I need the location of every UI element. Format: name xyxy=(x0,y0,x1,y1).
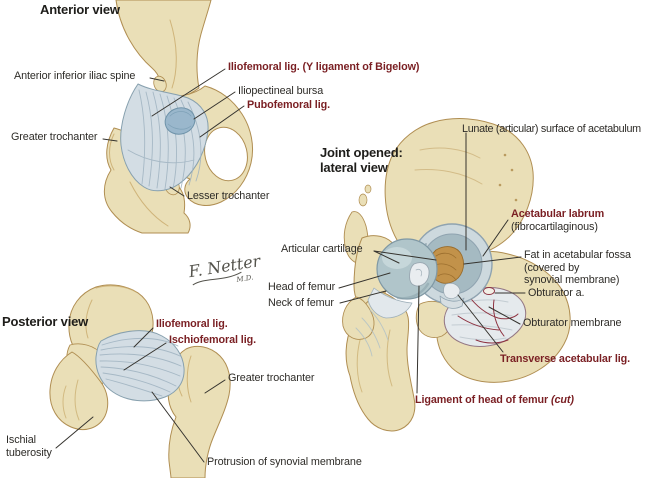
label-protrusion-synovial-membrane: Protrusion of synovial membrane xyxy=(207,456,362,468)
label-iliopectineal-bursa: Iliopectineal bursa xyxy=(238,85,324,97)
leader-articular-cartilage-socket xyxy=(373,250,437,261)
label-ischial-tuberosity: Ischial tuberosity xyxy=(6,434,52,459)
lateral-view-title-line1: Joint opened: xyxy=(320,145,403,160)
label-anterior-inferior-iliac-spine: Anterior inferior iliac spine xyxy=(14,70,136,82)
label-greater-trochanter-anterior: Greater trochanter xyxy=(11,131,98,143)
leader-pubofemoral xyxy=(199,105,245,138)
label-acetabular-labrum: Acetabular labrum (fibrocartilaginous) xyxy=(511,208,604,233)
leader-articular-cartilage-head xyxy=(373,250,400,264)
label-ligament-of-head-cut: (cut) xyxy=(550,394,574,406)
lateral-view-title: Joint opened: lateral view xyxy=(320,145,403,175)
leader-ischial-tuberosity xyxy=(55,416,94,449)
label-fat-line2: (covered by xyxy=(524,261,580,274)
label-obturator-artery: Obturator a. xyxy=(528,287,585,299)
leader-neck-of-femur xyxy=(339,290,387,304)
leader-transverse-acetabular xyxy=(457,294,504,353)
label-ischial-line2: tuberosity xyxy=(6,446,52,459)
lateral-view-title-line2: lateral view xyxy=(320,160,388,175)
anterior-view-drawing xyxy=(103,0,254,234)
label-transverse-acetabular-ligament: Transverse acetabular lig. xyxy=(500,353,631,365)
signature-flourish xyxy=(192,271,242,286)
leader-iliopectineal-bursa xyxy=(193,91,236,120)
label-lunate-surface: Lunate (articular) surface of acetabulum xyxy=(462,123,641,135)
label-greater-trochanter-posterior: Greater trochanter xyxy=(228,372,315,384)
leader-greater-trochanter-posterior xyxy=(204,379,226,394)
label-ligament-of-head-of-femur: Ligament of head of femur (cut) xyxy=(415,394,574,407)
label-ischiofemoral-ligament: Ischiofemoral lig. xyxy=(169,334,256,346)
leader-lesser-trochanter xyxy=(169,186,185,197)
label-ischial-line1: Ischial xyxy=(6,434,36,446)
netter-signature: F. Netter M.D. xyxy=(183,244,263,303)
leader-ischiofemoral xyxy=(123,342,167,371)
label-fat-line3: synovial membrane) xyxy=(524,274,620,286)
label-iliofemoral-ligament-bigelow: Iliofemoral lig. (Y ligament of Bigelow) xyxy=(228,61,420,73)
label-acetabular-labrum-main: Acetabular labrum xyxy=(511,208,605,220)
anterior-view-title: Anterior view xyxy=(40,2,120,17)
label-obturator-membrane: Obturator membrane xyxy=(523,317,622,329)
label-pubofemoral-ligament: Pubofemoral lig. xyxy=(247,99,330,111)
lateral-view-drawing xyxy=(342,118,571,432)
label-head-of-femur: Head of femur xyxy=(268,281,336,293)
leader-iliofemoral-bigelow xyxy=(151,68,226,117)
label-fat-in-acetabular-fossa: Fat in acetabular fossa (covered by syno… xyxy=(524,249,631,287)
leader-acetabular-labrum xyxy=(482,219,509,257)
leader-obturator-membrane xyxy=(488,306,521,325)
leader-greater-trochanter-anterior xyxy=(102,138,118,142)
leader-anterior-inferior-iliac-spine xyxy=(149,77,165,82)
label-lesser-trochanter: Lesser trochanter xyxy=(187,190,270,202)
leader-iliofemoral-posterior xyxy=(133,327,154,348)
signature-credentials: M.D. xyxy=(235,273,254,284)
label-articular-cartilage: Articular cartilage xyxy=(281,243,363,255)
label-fat-line1: Fat in acetabular fossa xyxy=(524,249,631,261)
signature-artwork: F. Netter M.D. xyxy=(186,251,263,286)
leader-fat-in-fossa xyxy=(463,256,522,265)
leader-ligament-of-head xyxy=(416,285,420,394)
posterior-view-drawing xyxy=(49,284,231,478)
label-acetabular-labrum-sub: (fibrocartilaginous) xyxy=(511,220,598,233)
label-ligament-of-head-prefix: Ligament of head of femur xyxy=(415,394,551,406)
label-neck-of-femur: Neck of femur xyxy=(268,297,334,309)
leader-head-of-femur xyxy=(338,272,391,289)
leader-protrusion-synovial xyxy=(151,391,205,463)
leader-lines xyxy=(55,68,526,463)
label-iliofemoral-ligament-posterior: Iliofemoral lig. xyxy=(156,318,228,330)
posterior-view-title: Posterior view xyxy=(2,314,89,329)
